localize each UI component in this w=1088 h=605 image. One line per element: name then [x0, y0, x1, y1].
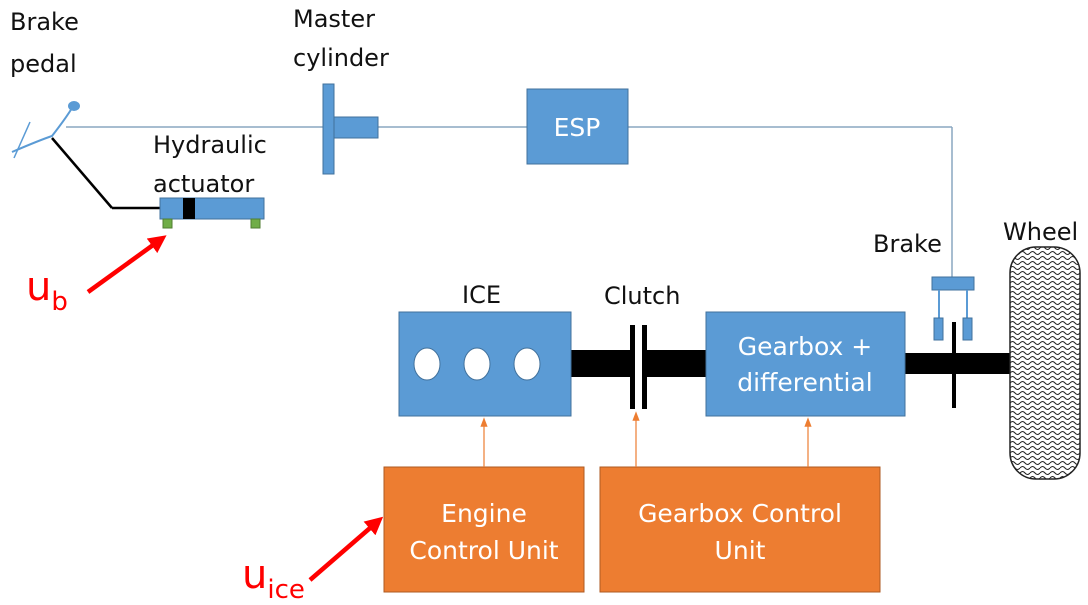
gearbox-label-2: differential	[737, 368, 872, 397]
drivetrain-shaft	[571, 350, 1012, 377]
gcu-label-1: Gearbox Control	[638, 499, 842, 528]
brake-caliper	[931, 276, 975, 408]
esp-box	[526, 88, 629, 165]
esp-label: ESP	[554, 113, 601, 142]
ub-label: ub	[26, 264, 68, 317]
ice-engine	[398, 311, 572, 417]
uice-input-arrow	[308, 516, 384, 582]
wheel-label: Wheel	[1003, 218, 1078, 246]
gcu-label-2: Unit	[715, 536, 766, 565]
master-cylinder-label-2: cylinder	[293, 44, 389, 72]
clutch	[630, 325, 647, 409]
master-cylinder	[322, 83, 379, 175]
hydraulic-actuator-label-2: actuator	[153, 170, 254, 198]
clutch-label: Clutch	[604, 282, 680, 310]
ecu-label-1: Engine	[441, 499, 527, 528]
brake-pedal-label-1: Brake	[10, 8, 79, 36]
gearbox-label-1: Gearbox +	[738, 332, 872, 361]
brake-pedal-label-2: pedal	[10, 50, 77, 78]
ice-label: ICE	[462, 281, 501, 309]
ecu-label-2: Control Unit	[409, 536, 558, 565]
ub-input-arrow	[86, 235, 167, 294]
wheel	[1009, 246, 1081, 480]
hydraulic-actuator-label-1: Hydraulic	[153, 131, 267, 159]
gearbox-box	[705, 311, 906, 417]
hydraulic-lines	[66, 126, 953, 278]
gearbox-control-unit	[599, 466, 881, 593]
master-cylinder-label-1: Master	[293, 5, 375, 33]
engine-control-unit	[383, 466, 585, 593]
control-arrows	[480, 411, 812, 467]
brake-label: Brake	[873, 230, 942, 258]
brake-pedal	[11, 101, 162, 210]
hydraulic-actuator	[159, 197, 265, 229]
uice-label: uice	[242, 552, 305, 605]
